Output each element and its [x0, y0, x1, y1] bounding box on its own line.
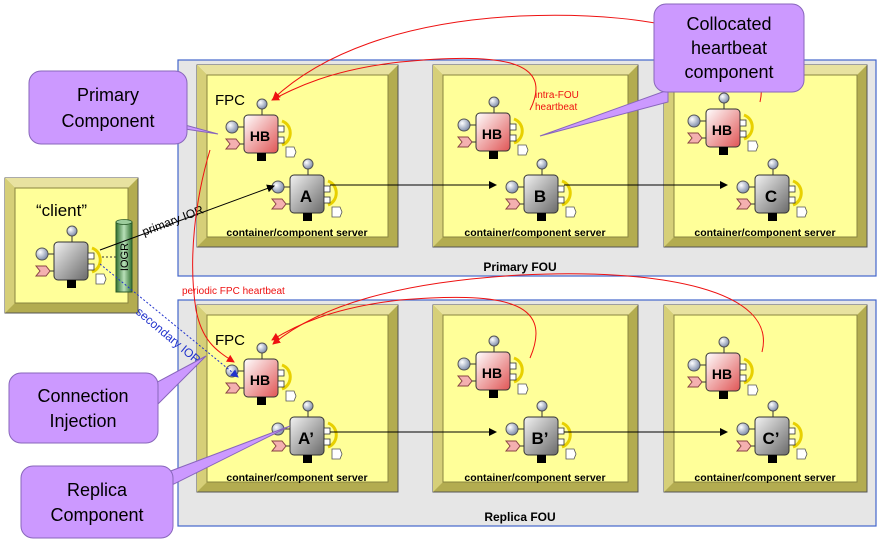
svg-text:Collocated: Collocated: [686, 14, 771, 34]
primary-ior-arrow: [99, 184, 275, 251]
client-label: “client”: [36, 201, 87, 220]
component-c-prime: C’: [735, 399, 809, 465]
hb-component-replica-1: HB: [224, 341, 298, 407]
svg-text:Primary: Primary: [77, 85, 139, 105]
svg-text:A: A: [300, 187, 312, 206]
intra-fou-heartbeat-label: heartbeat: [535, 102, 577, 113]
svg-text:IOGR: IOGR: [119, 243, 131, 271]
replica-fou-label: Replica FOU: [484, 510, 555, 524]
component-a-prime: A’: [270, 399, 344, 465]
hb-component-replica-2: HB: [456, 334, 530, 400]
container-label: container/component server: [464, 472, 605, 484]
svg-text:component: component: [684, 62, 773, 82]
container-label: container/component server: [464, 227, 605, 239]
container-label: container/component server: [694, 472, 835, 484]
primary-fou-label: Primary FOU: [483, 260, 556, 274]
callout-primary-component: Primary Component: [28, 70, 219, 145]
svg-text:HB: HB: [712, 366, 732, 382]
container-label: container/component server: [694, 227, 835, 239]
intra-fou-heartbeat-arrow-primary-2: [271, 57, 537, 111]
container-replica-1: [196, 304, 399, 493]
svg-text:HB: HB: [712, 122, 732, 138]
intra-fou-heartbeat-arrow-replica-3: [272, 273, 764, 353]
periodic-fpc-heartbeat-arrow: [192, 149, 235, 363]
hb-component-primary-1: HB: [224, 97, 298, 163]
svg-text:C’: C’: [763, 429, 780, 448]
periodic-fpc-heartbeat-label: periodic FPC heartbeat: [182, 286, 285, 297]
component-b-prime: B’: [504, 399, 578, 465]
svg-text:HB: HB: [250, 372, 270, 388]
container-label: container/component server: [226, 472, 367, 484]
svg-text:heartbeat: heartbeat: [691, 38, 767, 58]
svg-text:B: B: [534, 187, 546, 206]
callout-replica-component: Replica Component: [20, 425, 291, 539]
fpc-label: FPC: [215, 332, 245, 349]
hb-component-primary-2: HB: [456, 95, 530, 161]
component-b: B: [504, 157, 578, 223]
secondary-ior-arrow: [99, 263, 239, 378]
component-a: A: [270, 157, 344, 223]
component-c: C: [735, 157, 809, 223]
svg-text:Component: Component: [61, 111, 154, 131]
hb-component-primary-3: HB: [686, 91, 760, 157]
intra-fou-heartbeat-label: intra-FOU: [535, 90, 579, 101]
callout-connection-injection: Connection Injection: [8, 355, 207, 444]
svg-text:Injection: Injection: [49, 411, 116, 431]
svg-text:Replica: Replica: [67, 480, 128, 500]
svg-text:A’: A’: [298, 429, 314, 448]
hb-component-replica-3: HB: [686, 335, 760, 401]
svg-text:HB: HB: [482, 126, 502, 142]
svg-text:C: C: [765, 187, 777, 206]
svg-text:Connection: Connection: [37, 386, 128, 406]
svg-text:HB: HB: [482, 365, 502, 381]
iogr-cylinder: IOGR: [115, 219, 133, 293]
fpc-label: FPC: [215, 92, 245, 109]
svg-text:Component: Component: [50, 505, 143, 525]
callout-collocated-heartbeat: Collocated heartbeat component: [539, 3, 805, 137]
svg-text:B’: B’: [532, 429, 549, 448]
svg-text:HB: HB: [250, 128, 270, 144]
container-replica-3: [663, 304, 868, 493]
container-label: container/component server: [226, 227, 367, 239]
